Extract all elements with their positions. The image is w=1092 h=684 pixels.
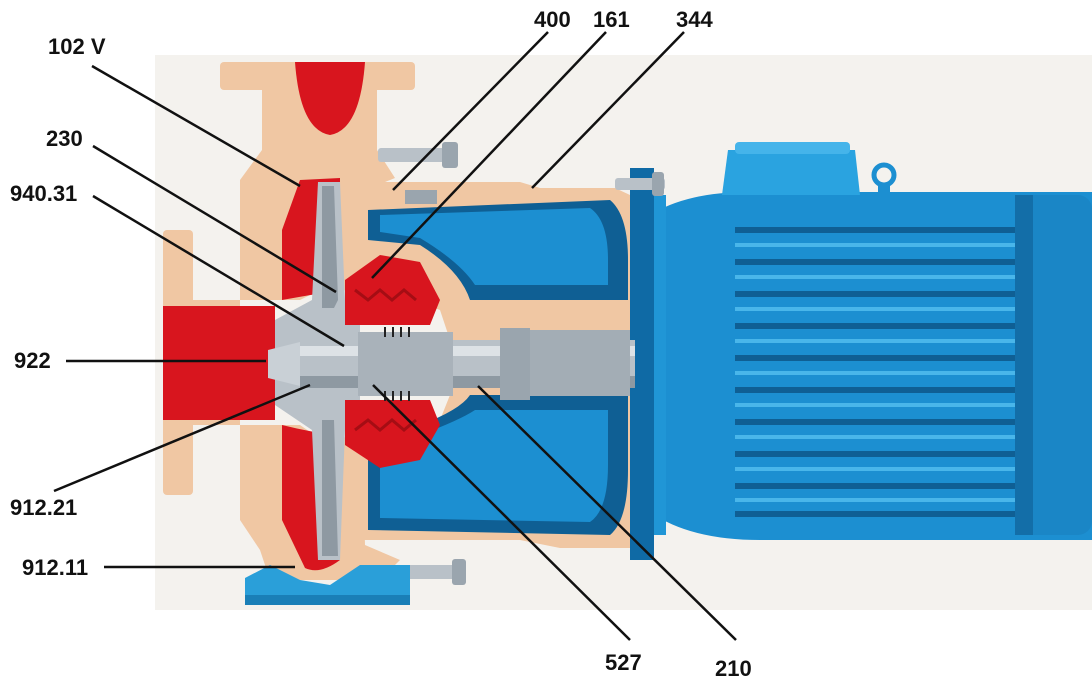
leader-527 <box>372 384 631 641</box>
leader-lines <box>53 31 737 641</box>
electric-motor <box>630 142 1092 560</box>
pump-foot-shade <box>245 595 410 605</box>
callout-230: 230 <box>46 126 83 151</box>
lantern-window-bottom-highlight <box>380 410 608 522</box>
coupling-step <box>500 328 530 400</box>
suction-inlet-flow <box>163 306 275 420</box>
callout-527: 527 <box>605 650 642 675</box>
leader-161 <box>371 31 607 279</box>
discharge-flow <box>295 62 365 135</box>
lifting-eye-base <box>878 183 890 195</box>
seal-spring <box>384 327 410 401</box>
shaft-assembly <box>268 327 635 401</box>
motor-fan-cover <box>1015 195 1092 535</box>
shaft-highlight <box>300 346 635 356</box>
motor-shaft <box>530 330 630 396</box>
impeller-nut <box>268 342 300 386</box>
callout-912-11: 912.11 <box>22 555 89 580</box>
callout-940-31: 940.31 <box>10 181 78 206</box>
motor-cooling-fins <box>735 227 1015 517</box>
bolt-casing-top <box>378 148 456 162</box>
motor-fin-highlights <box>735 243 1015 502</box>
terminal-box-lid <box>735 142 850 154</box>
leader-344 <box>531 31 685 189</box>
callout-912-21: 912.21 <box>10 495 78 520</box>
callout-344: 344 <box>676 7 713 32</box>
seal-teeth <box>354 288 417 432</box>
bolts <box>378 142 665 585</box>
callout-161: 161 <box>593 7 630 32</box>
leader-400 <box>392 31 549 191</box>
shaft-sleeve <box>358 332 453 396</box>
bolt-head-top <box>442 142 458 168</box>
seal-upper <box>345 255 440 325</box>
motor-flange-face <box>654 195 666 535</box>
seal-lower <box>345 400 440 468</box>
leader-91221 <box>53 383 311 493</box>
callout-922: 922 <box>14 348 51 373</box>
motor-terminal-box <box>722 150 860 195</box>
motor-fan-cover-shade <box>1015 195 1033 535</box>
leader-102v <box>91 64 301 188</box>
callout-210: 210 <box>715 656 752 681</box>
lantern-window-top-highlight <box>380 208 608 285</box>
leader-230 <box>92 144 337 294</box>
volute-casing <box>193 150 400 580</box>
bolt-foot <box>400 565 462 579</box>
bolt-foot-head <box>452 559 466 585</box>
impeller-shade <box>322 186 338 556</box>
bolt-motor-head <box>652 172 664 196</box>
bolt-cover-top <box>405 190 437 204</box>
leader-94031 <box>92 194 345 348</box>
callout-400: 400 <box>534 7 571 32</box>
leader-210 <box>477 385 737 641</box>
callout-102v: 102 V <box>48 34 106 59</box>
